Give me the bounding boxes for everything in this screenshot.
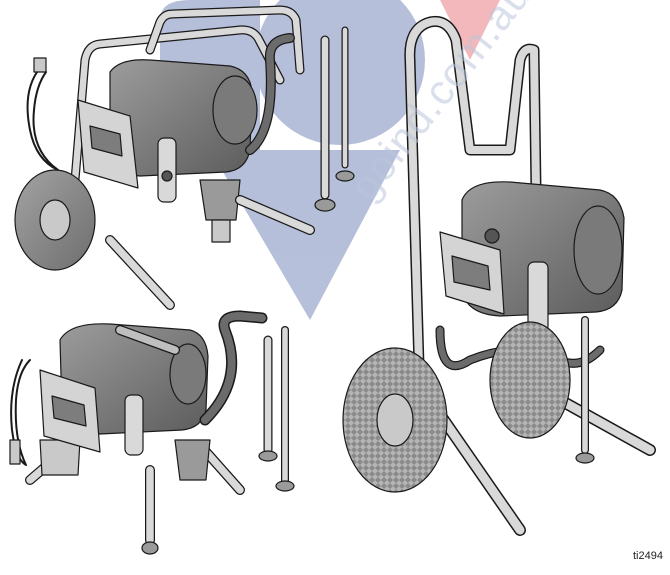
figure-id-label: ti2494 — [633, 550, 663, 562]
sprayer-rear-lowcart — [14, 5, 355, 310]
power-cord — [26, 67, 59, 171]
sprayer-hicart — [342, 15, 656, 536]
power-cord-coil — [10, 359, 31, 466]
cord-plug — [33, 57, 47, 73]
sprayer-stand — [9, 310, 295, 555]
pump-filter — [157, 137, 177, 203]
